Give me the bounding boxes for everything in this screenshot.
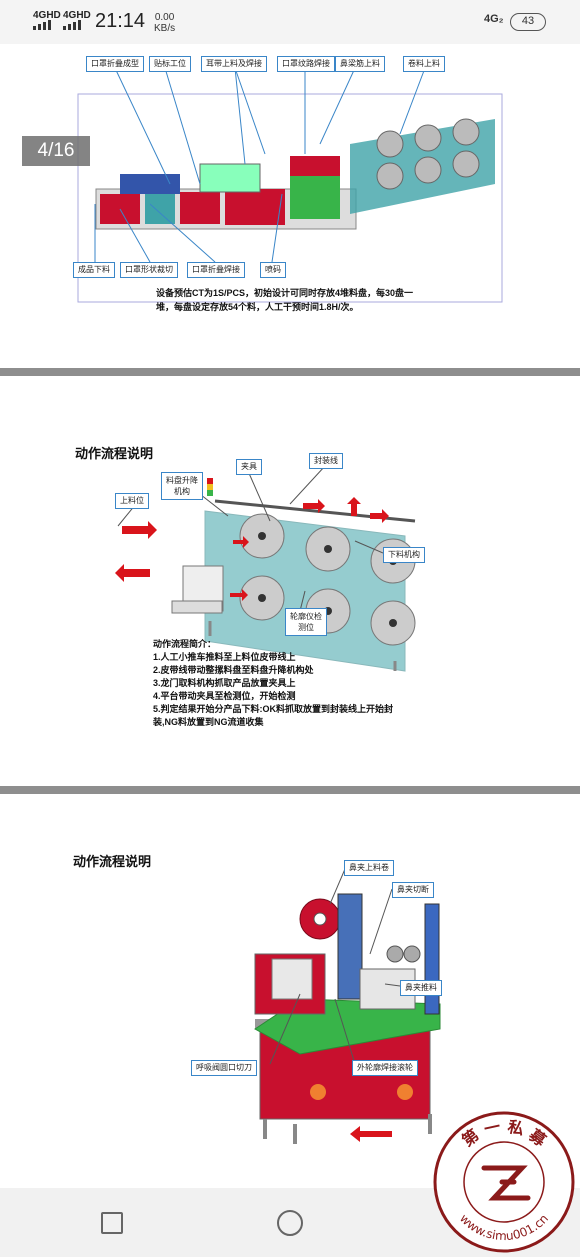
label-fixture: 夹具 [236, 459, 262, 475]
status-bar: 4GHD 4GHD 21:14 0.00 KB/s 4G₂ 43 [0, 0, 580, 44]
battery-level: 43 [521, 15, 535, 27]
process-step: 5.判定结果开始分产品下料:OK料抓取放置到封装线上开始封 [153, 704, 394, 714]
label-nose-clip-cut: 鼻夹切断 [392, 882, 434, 898]
label-labeling-station: 贴标工位 [149, 56, 191, 72]
sim2-network-type: 4GHD [63, 10, 91, 21]
label-roll-feed: 卷料上料 [403, 56, 445, 72]
document-page-3[interactable]: 动作流程说明 [0, 794, 580, 1188]
page3-title: 动作流程说明 [73, 854, 152, 869]
label-nose-clip-push: 鼻夹推料 [400, 980, 442, 996]
label-contour-inspection: 轮廓仪检 测位 [285, 608, 327, 636]
equipment-note: 设备预估CT为1S/PCS，初始设计可同时存放4堆料盘，每30盘一 堆，每盘设定… [156, 286, 413, 314]
page-divider [0, 786, 580, 794]
recent-apps-button[interactable] [101, 1212, 123, 1234]
network-speed: 0.00 KB/s [154, 12, 175, 34]
process-step: 2.皮带线带动整摞料盘至料盘升降机构处 [153, 665, 314, 675]
equipment-note-line1: 设备预估CT为1S/PCS，初始设计可同时存放4堆料盘，每30盘一 [156, 288, 414, 298]
label-mask-fold-forming: 口罩折叠成型 [86, 56, 144, 72]
home-button[interactable] [277, 1210, 303, 1236]
label-fold-welding: 口罩折叠焊接 [187, 262, 245, 278]
label-earloop-feed-weld: 耳带上料及焊接 [201, 56, 267, 72]
label-contour-line1: 轮廓仪检 [290, 612, 322, 621]
sim1-network-type: 4GHD [33, 10, 61, 21]
watermark-stamp: 第 一 私 募 www.simu001.cn [433, 1111, 575, 1253]
label-nose-wire-feed: 鼻梁筋上料 [335, 56, 385, 72]
watermark-logo-icon [481, 1165, 531, 1201]
label-loading-position: 上料位 [115, 493, 149, 509]
process-step: 1.人工小推车推料至上料位皮带线上 [153, 652, 296, 662]
label-unloading-mechanism: 下料机构 [383, 547, 425, 563]
label-valve-cutter: 呼吸阀圆口切刀 [191, 1060, 257, 1076]
label-inkjet: 喷码 [260, 262, 286, 278]
network-speed-unit: KB/s [154, 23, 176, 34]
network-type-icon: 4G₂ [484, 13, 504, 25]
process-step: 装,NG料放置到NG流道收集 [153, 717, 264, 727]
production-line-diagram [77, 67, 503, 303]
label-seal-line: 封装线 [309, 453, 343, 469]
label-nose-clip-feed: 鼻夹上料卷 [344, 860, 394, 876]
document-page-1[interactable]: 4/16 口罩折叠成型 贴标工位 耳带上料及焊接 口罩纹路焊接 鼻梁筋上料 卷料… [0, 44, 580, 368]
label-pattern-weld: 口罩纹路焊接 [277, 56, 335, 72]
document-page-2[interactable]: 动作流程说明 [0, 376, 580, 786]
label-product-unload: 成品下料 [73, 262, 115, 278]
label-contour-line2: 测位 [298, 623, 314, 632]
clock: 21:14 [95, 10, 146, 32]
label-tray-lift: 料盘升降 机构 [161, 472, 203, 500]
label-tray-lift-line1: 料盘升降 [166, 476, 198, 485]
process-step: 3.龙门取料机构抓取产品放置夹具上 [153, 678, 296, 688]
label-shape-cutting: 口罩形状裁切 [120, 262, 178, 278]
label-outer-weld-roller: 外轮廓焊接滚轮 [352, 1060, 418, 1076]
network-speed-value: 0.00 [154, 12, 175, 23]
process-steps-title: 动作流程简介： [153, 639, 217, 649]
equipment-note-line2: 堆，每盘设定存放54个料，人工干预时间1.8H/次。 [156, 302, 359, 312]
page-divider [0, 368, 580, 376]
page-counter: 4/16 [22, 136, 90, 166]
process-step: 4.平台带动夹具至检测位，开始检测 [153, 691, 296, 701]
battery-icon: 43 [510, 13, 546, 31]
page2-title: 动作流程说明 [75, 446, 154, 461]
inspection-station-diagram [115, 465, 416, 672]
label-tray-lift-line2: 机构 [174, 487, 190, 496]
process-steps: 动作流程简介： 1.人工小推车推料至上料位皮带线上 2.皮带线带动整摞料盘至料盘… [153, 638, 393, 729]
